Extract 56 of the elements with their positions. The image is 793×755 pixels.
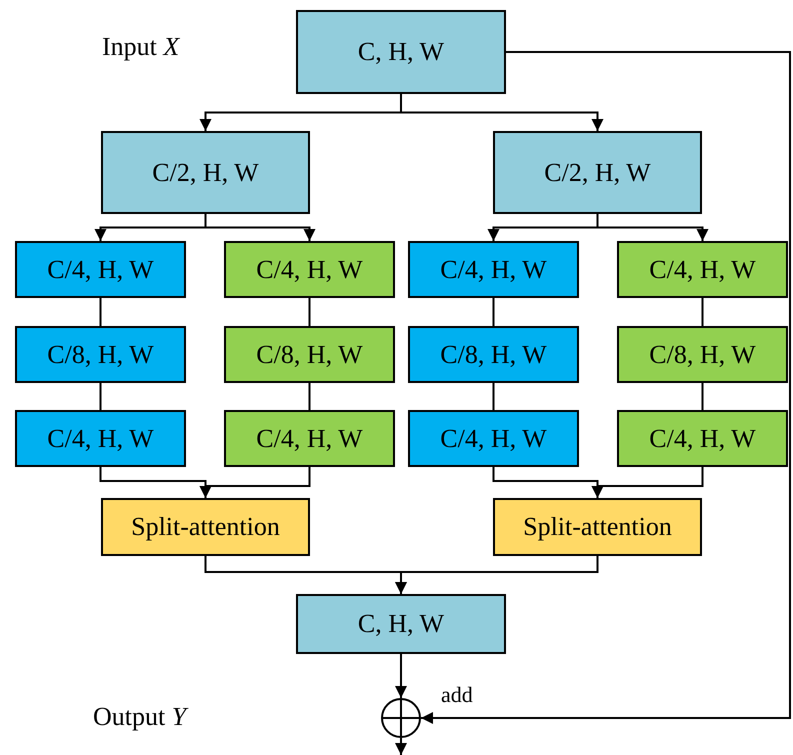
feature-box [224,241,395,298]
box-label: C/8, H, W [440,340,547,370]
box-label: C/4, H, W [440,424,547,454]
feature-box [493,498,702,556]
arrow [421,51,791,724]
box-label: C/2, H, W [152,158,259,188]
connector-line [308,383,310,410]
arrow [592,467,704,498]
feature-box [224,326,395,383]
box-label: C/8, H, W [47,340,154,370]
box-label: C/4, H, W [47,254,154,284]
connector-line [100,383,102,410]
arrow [395,556,598,594]
connector-line [492,383,494,410]
arrow [204,214,316,241]
feature-box [617,326,788,383]
feature-box [15,326,186,383]
box-label: C/4, H, W [649,424,756,454]
feature-box [296,594,506,654]
box-label: C/8, H, W [649,340,756,370]
feature-box [15,241,186,298]
box-label: C/4, H, W [256,424,363,454]
feature-box [493,131,702,214]
feature-box [617,410,788,467]
connector-line [100,298,102,326]
connector-line [492,298,494,326]
box-label: Split-attention [131,512,280,542]
box-label: C/2, H, W [544,158,651,188]
feature-box [408,410,579,467]
box-label: C/8, H, W [256,340,363,370]
feature-box [617,241,788,298]
feature-box [101,131,310,214]
arrow [395,738,407,755]
box-label: C/4, H, W [649,254,756,284]
feature-box [101,498,310,556]
io-label: Output Y [93,702,186,732]
io-label: Input X [102,32,180,62]
feature-box [224,410,395,467]
arrow [596,214,708,241]
box-label: Split-attention [523,512,672,542]
feature-box [15,410,186,467]
feature-box [408,241,579,298]
connector-line [308,298,310,326]
box-label: C/4, H, W [47,424,154,454]
arrow [200,467,310,498]
connector-line [702,298,704,326]
add-circle-symbol [381,698,421,738]
feature-box [296,10,506,94]
arrow [395,654,407,698]
arrow [400,94,604,131]
box-label: C/4, H, W [440,254,547,284]
box-label: C/4, H, W [256,254,363,284]
connector-line [702,383,704,410]
feature-box [408,326,579,383]
box-label: C, H, W [358,609,444,639]
box-label: C, H, W [358,37,444,67]
